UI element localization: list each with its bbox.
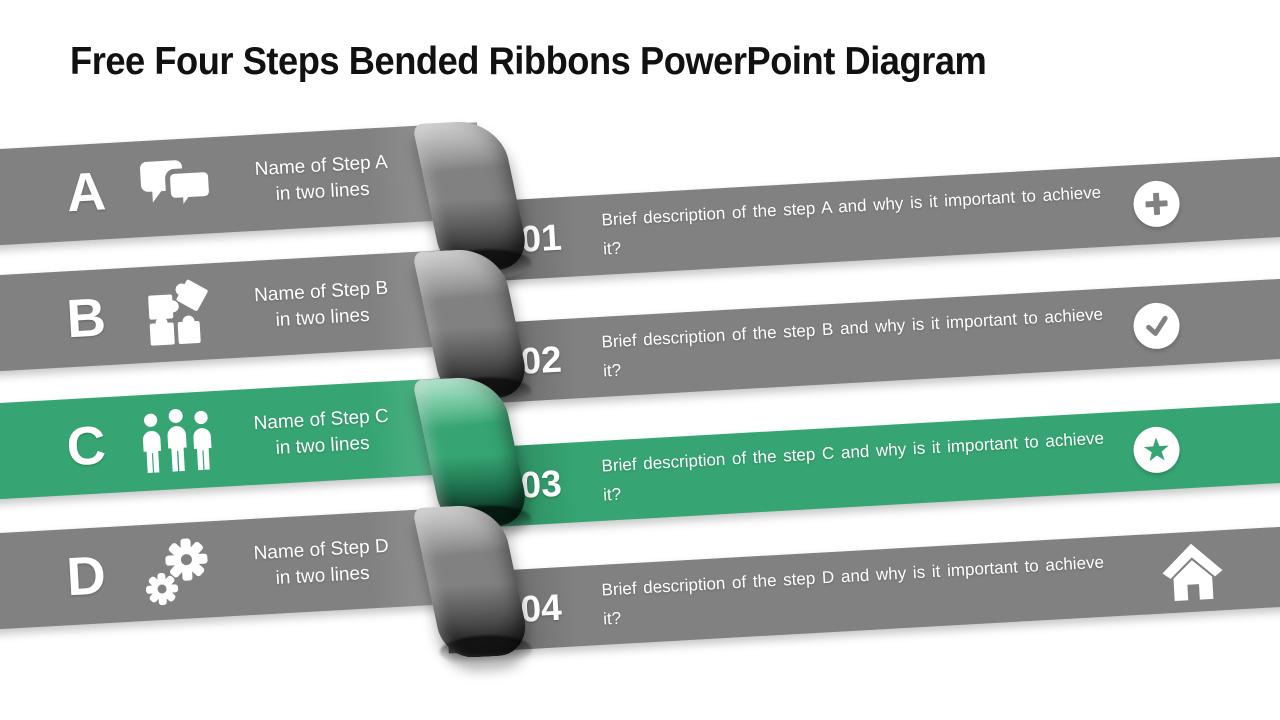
plus-icon <box>1132 179 1181 229</box>
step-description: Brief description of the step C and why … <box>601 428 1105 505</box>
star-icon <box>1132 425 1181 475</box>
chat-bubbles-icon <box>132 154 221 221</box>
step-description: Brief description of the step A and why … <box>601 182 1102 259</box>
check-icon <box>1132 301 1181 351</box>
description-ribbon-b: 02 Brief description of the step B and w… <box>444 278 1280 406</box>
gears-icon <box>132 534 222 609</box>
description-ribbon-d: 04 Brief description of the step D and w… <box>444 526 1280 654</box>
puzzle-icon <box>132 276 222 351</box>
step-letter: D <box>65 545 108 608</box>
step-number: 03 <box>519 462 563 506</box>
ribbon-fold <box>412 375 532 529</box>
people-icon <box>132 405 222 478</box>
step-description: Brief description of the step D and why … <box>601 552 1105 629</box>
description-ribbon-a: 01 Brief description of the step A and w… <box>444 156 1280 284</box>
step-description: Brief description of the step B and why … <box>601 304 1104 381</box>
description-ribbon-c: 03 Brief description of the step C and w… <box>444 402 1280 530</box>
step-letter: A <box>65 161 108 224</box>
step-number: 01 <box>519 216 563 260</box>
slide-title: Free Four Steps Bended Ribbons PowerPoin… <box>70 40 987 83</box>
ribbon-fold <box>412 119 532 273</box>
home-icon <box>1160 541 1225 602</box>
step-number: 02 <box>519 338 563 382</box>
step-number: 04 <box>519 586 563 630</box>
step-letter: B <box>65 287 108 350</box>
ribbon-fold <box>412 247 532 401</box>
ribbon-fold <box>412 503 532 659</box>
step-letter: C <box>65 415 108 478</box>
